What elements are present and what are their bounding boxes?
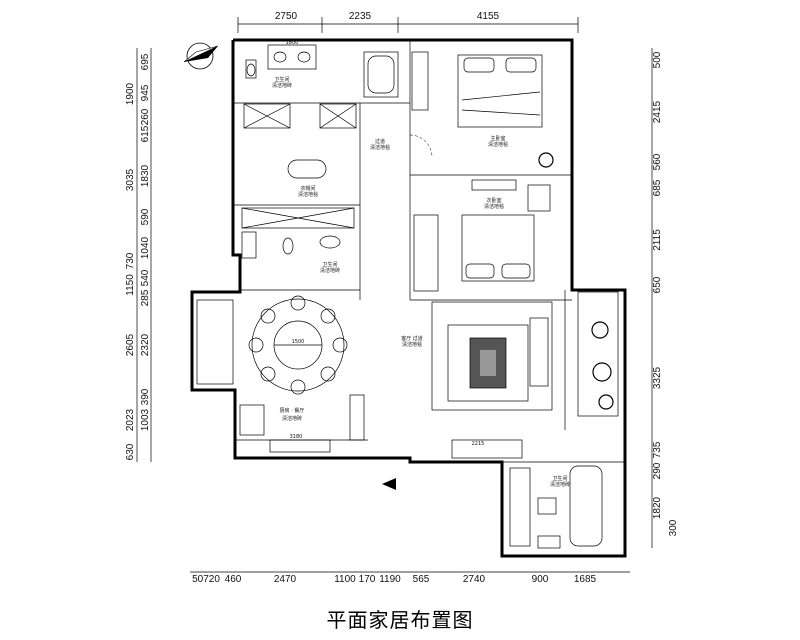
plant-icon bbox=[538, 152, 554, 168]
room-name-bath3: 卫生间 bbox=[552, 475, 567, 482]
right-dim-3: 560 bbox=[652, 153, 663, 170]
kitchen: 厨房 · 餐厅 清洁地砖 3180 bbox=[239, 394, 365, 453]
room-floor-bath2: 清洁地砖 bbox=[320, 267, 340, 274]
north-arrow-icon bbox=[183, 42, 219, 70]
dim-1500: 1500 bbox=[292, 339, 305, 345]
top-dim-3: 4155 bbox=[477, 11, 500, 22]
left-inner-dim-9: 285 bbox=[140, 289, 151, 306]
left-inner-dim-1: 695 bbox=[140, 53, 151, 70]
bottom-dim-6: 1190 bbox=[379, 574, 401, 585]
left-inner-dim-4: 615 bbox=[140, 125, 151, 142]
entrance-arrow-icon bbox=[382, 478, 396, 490]
balcony bbox=[577, 291, 619, 417]
bottom-dim-9: 900 bbox=[532, 574, 549, 585]
bottom-dim-10: 1685 bbox=[574, 574, 597, 585]
left-outer-dim-5: 2605 bbox=[125, 333, 136, 356]
bottom-dim-4: 1100 bbox=[334, 574, 356, 585]
top-dim-2: 2235 bbox=[349, 11, 372, 22]
room-floor-bath3: 清洁地砖 bbox=[550, 481, 570, 488]
left-outer-dim-6: 2023 bbox=[125, 408, 136, 431]
room-floor-bath1: 清洁地砖 bbox=[272, 82, 292, 89]
dining-area: 1500 bbox=[196, 295, 348, 395]
bathroom-right: 卫生间 清洁地砖 bbox=[509, 465, 603, 549]
room-floor-kitchen: 清洁地砖 bbox=[282, 415, 302, 422]
left-inner-dim-10: 2320 bbox=[140, 333, 151, 356]
top-dim-1: 2750 bbox=[275, 11, 298, 22]
bottom-dim-8: 2740 bbox=[463, 574, 486, 585]
page-title: 平面家居布置图 bbox=[326, 608, 474, 632]
right-dim-11: 300 bbox=[668, 519, 679, 536]
bottom-dimensions: 50720 460 2470 1100 170 1190 565 2740 90… bbox=[190, 571, 630, 585]
room-floor-second: 清洁地毯 bbox=[484, 203, 504, 210]
master-bathroom: 1800 卫生间 清洁地砖 bbox=[243, 40, 399, 129]
bottom-dim-2: 460 bbox=[225, 574, 242, 585]
room-floor-corridor: 清洁地毯 bbox=[370, 144, 390, 151]
room-name-kitchen: 厨房 · 餐厅 bbox=[280, 407, 305, 414]
living-room: 2215 客厅 过道 清洁地毯 bbox=[382, 301, 553, 490]
top-dimensions: 2750 2235 4155 bbox=[237, 11, 579, 33]
left-dimensions: 1900 3035 730 1150 2605 2023 630 695 945… bbox=[125, 48, 152, 462]
room-name-bath1: 卫生间 bbox=[274, 76, 289, 83]
room-name-corridor: 过道 bbox=[375, 138, 385, 145]
right-dim-8: 735 bbox=[652, 441, 663, 458]
right-dim-9: 290 bbox=[652, 462, 663, 479]
right-dim-6: 650 bbox=[652, 276, 663, 293]
left-inner-dim-6: 590 bbox=[140, 208, 151, 225]
left-inner-dim-12: 1003 bbox=[140, 408, 151, 431]
dressing-room: 衣帽间 清洁地毯 bbox=[241, 159, 355, 229]
bottom-dim-7: 565 bbox=[413, 574, 430, 585]
left-outer-dim-4: 1150 bbox=[125, 274, 136, 296]
guest-bathroom: 卫生间 清洁地砖 bbox=[241, 231, 341, 274]
right-dim-2: 2415 bbox=[652, 100, 663, 123]
left-outer-dim-7: 630 bbox=[125, 443, 136, 460]
left-inner-dim-5: 1830 bbox=[140, 164, 151, 187]
right-dim-7: 3325 bbox=[652, 366, 663, 389]
dim-2215: 2215 bbox=[472, 441, 485, 447]
right-dim-1: 500 bbox=[652, 51, 663, 68]
right-dim-10: 1820 bbox=[652, 496, 663, 519]
left-outer-dim-2: 3035 bbox=[125, 168, 136, 191]
bottom-dim-5: 170 bbox=[359, 574, 376, 585]
dim-3180: 3180 bbox=[290, 434, 303, 440]
dim-1800: 1800 bbox=[286, 40, 299, 46]
left-inner-dim-2: 945 bbox=[140, 84, 151, 101]
room-name-bath2: 卫生间 bbox=[322, 261, 337, 268]
room-name-closet: 衣帽间 bbox=[300, 185, 315, 192]
room-floor-master: 清洁地毯 bbox=[488, 141, 508, 148]
left-outer-dim-1: 1900 bbox=[125, 82, 136, 105]
second-bedroom: 次卧室 清洁地毯 bbox=[413, 184, 551, 292]
room-floor-closet: 清洁地毯 bbox=[298, 191, 318, 198]
right-dim-5: 2115 bbox=[652, 229, 663, 251]
room-name-second: 次卧室 bbox=[486, 197, 501, 204]
bottom-dim-3: 2470 bbox=[274, 574, 297, 585]
bottom-dim-1: 50720 bbox=[192, 574, 220, 585]
left-inner-dim-3: 260 bbox=[140, 108, 151, 125]
left-outer-dim-3: 730 bbox=[125, 252, 136, 269]
master-bedroom: 主卧室 清洁地毯 bbox=[411, 51, 554, 191]
corridor: 过道 清洁地毯 bbox=[370, 134, 433, 158]
left-inner-dim-7: 1040 bbox=[140, 236, 151, 259]
room-name-master: 主卧室 bbox=[490, 135, 505, 142]
room-name-living: 客厅 过道 bbox=[401, 335, 423, 342]
room-floor-living: 清洁地毯 bbox=[402, 341, 422, 348]
right-dimensions: 500 2415 560 685 2115 650 3325 735 290 1… bbox=[651, 48, 679, 548]
left-inner-dim-8: 540 bbox=[140, 269, 151, 286]
left-inner-dim-11: 390 bbox=[140, 388, 151, 405]
right-dim-4: 685 bbox=[652, 179, 663, 196]
